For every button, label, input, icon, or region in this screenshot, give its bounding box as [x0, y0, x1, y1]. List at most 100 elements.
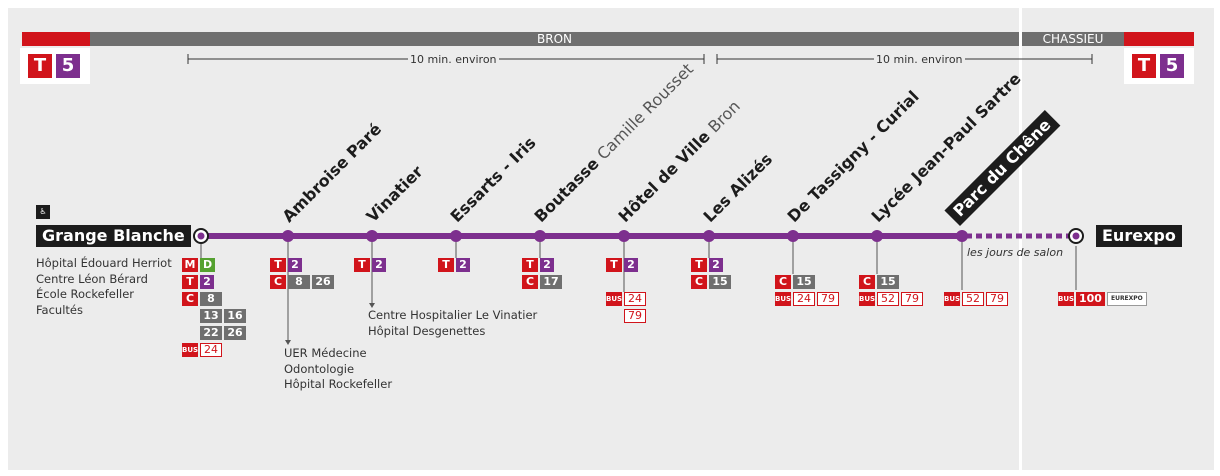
chrono-line-badge: 8 [200, 292, 222, 306]
bus-line-badge: 79 [986, 292, 1008, 306]
alizes-chrono-row: C 15 [691, 275, 731, 289]
bus-line-badge: 79 [817, 292, 839, 306]
bus-icon: BUS [606, 292, 622, 306]
grange-places: Hôpital Édouard Herriot Centre Léon Béra… [36, 256, 172, 318]
bus-line-badge: 52 [877, 292, 899, 306]
chrono-line-badge: 16 [224, 309, 246, 323]
place: Hôpital Rockefeller [284, 377, 393, 391]
lycee-bus-row: BUS 52 79 [859, 292, 923, 306]
bus-line-badge: 79 [901, 292, 923, 306]
essarts-tram-row: T 2 [438, 258, 470, 272]
grange-bus-row: BUS 24 [182, 343, 222, 357]
alizes-tram-row: T 2 [691, 258, 723, 272]
chrono-line-badge: 26 [312, 275, 334, 289]
stop-dot [282, 230, 294, 242]
chrono-line-badge: 15 [709, 275, 731, 289]
vinatier-tram-row: T 2 [354, 258, 386, 272]
chrono-line-badge: 17 [540, 275, 562, 289]
vinatier-places: Centre Hospitalier Le Vinatier Hôpital D… [368, 308, 537, 339]
bus-line-badge: 24 [200, 343, 222, 357]
chrono-line-badge: 15 [877, 275, 899, 289]
tram-icon: T [691, 258, 707, 272]
place: Centre Léon Bérard [36, 271, 148, 286]
chrono-icon: C [182, 292, 198, 306]
line-badge-right: T 5 [1124, 48, 1194, 84]
tram-line-badge: 2 [288, 258, 302, 272]
chrono-line-badge: 26 [224, 326, 246, 340]
chrono-line-badge: 8 [288, 275, 310, 289]
tram-line-badge: 2 [200, 275, 214, 289]
chrono-icon: C [859, 275, 875, 289]
place: Odontologie [284, 361, 355, 376]
chrono-line-badge: 13 [200, 309, 222, 323]
tram-mode-icon: T [1132, 54, 1156, 78]
right-red-cap [1124, 32, 1194, 46]
tram-icon: T [606, 258, 622, 272]
bus-icon: BUS [944, 292, 960, 306]
place: Hôpital Desgenettes [368, 323, 486, 338]
accessibility-icon: ♿ [36, 205, 50, 219]
bus-line-badge: 100 [1076, 292, 1105, 306]
stop-dot [871, 230, 883, 242]
ambroise-places: UER Médecine Odontologie Hôpital Rockefe… [284, 346, 392, 393]
chrono-icon: C [270, 275, 286, 289]
chrono-line-badge: 15 [793, 275, 815, 289]
place: Facultés [36, 302, 83, 317]
grange-tram-row: T 2 [182, 275, 214, 289]
bus-line-badge: 24 [793, 292, 815, 306]
bus-line-badge: 79 [624, 309, 646, 323]
commune-bron: BRON [90, 32, 1019, 46]
stop-dot [366, 230, 378, 242]
chrono-icon: C [691, 275, 707, 289]
metro-line-badge: D [200, 258, 216, 272]
ambroise-chrono-row: C 8 26 [270, 275, 334, 289]
commune-chassieu: CHASSIEU [1022, 32, 1124, 46]
line-badge-left: T 5 [20, 48, 90, 84]
grange-chrono-row-2: 13 16 [200, 309, 246, 323]
ambroise-tram-row: T 2 [270, 258, 302, 272]
bus-line-badge: 24 [624, 292, 646, 306]
place: Centre Hospitalier Le Vinatier [368, 308, 538, 322]
place: École Rockefeller [36, 287, 135, 301]
tram-line-badge: 2 [372, 258, 386, 272]
chrono-line-badge: 22 [200, 326, 222, 340]
stop-dot [618, 230, 630, 242]
bus-icon: BUS [182, 343, 198, 357]
line-number: 5 [56, 54, 80, 78]
tram-icon: T [182, 275, 198, 289]
bus-icon: BUS [859, 292, 875, 306]
line-number: 5 [1160, 54, 1184, 78]
eurexpo-bus-row: BUS 100 EUREXPO [1058, 292, 1147, 306]
tram-icon: T [522, 258, 538, 272]
terminus-grange-blanche: Grange Blanche [36, 225, 191, 247]
boutasse-tram-row: T 2 [522, 258, 554, 272]
place: Hôpital Édouard Herriot [36, 256, 172, 270]
tram-icon: T [438, 258, 454, 272]
tram-line-badge: 2 [456, 258, 470, 272]
tram-icon: T [270, 258, 286, 272]
tram-line-badge: 2 [709, 258, 723, 272]
hotel-bus-row-2: 79 [624, 309, 646, 323]
place: UER Médecine [284, 346, 367, 360]
tram-icon: T [354, 258, 370, 272]
salon-days-note: les jours de salon [967, 246, 1064, 259]
stop-dot [703, 230, 715, 242]
hotel-tram-row: T 2 [606, 258, 638, 272]
stop-dot [787, 230, 799, 242]
grange-chrono-row: C 8 [182, 292, 222, 306]
interval-label-2: 10 min. environ [874, 53, 965, 66]
commune-divider [1019, 8, 1022, 470]
stop-dot [534, 230, 546, 242]
terminus-eurexpo: Eurexpo [1096, 225, 1182, 247]
eurexpo-logo: EUREXPO [1106, 292, 1147, 306]
tram-line-badge: 2 [624, 258, 638, 272]
chrono-icon: C [775, 275, 791, 289]
metro-icon: M [182, 258, 198, 272]
tram-line-badge: 2 [540, 258, 554, 272]
parc-bus-row: BUS 52 79 [944, 292, 1008, 306]
grange-metro-row: M D [182, 258, 216, 272]
hotel-bus-row: BUS 24 [606, 292, 646, 306]
bus-icon: BUS [775, 292, 791, 306]
